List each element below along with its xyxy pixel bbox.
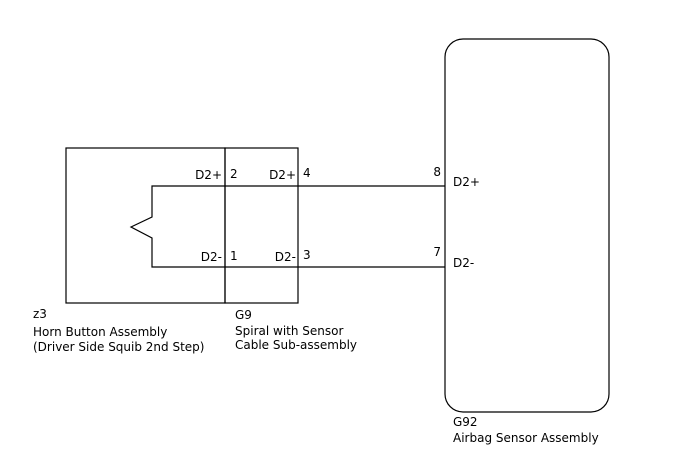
spiral-pin-d2minus-number: 3: [303, 248, 311, 262]
horn-subtitle-label: (Driver Side Squib 2nd Step): [33, 340, 204, 354]
spiral-pin-d2plus-signal: D2+: [269, 168, 296, 182]
spiral-pin-d2minus-signal: D2-: [275, 250, 296, 264]
horn-pin-d2minus-signal: D2-: [201, 250, 222, 264]
sensor-pin-d2plus-number: 8: [433, 165, 441, 179]
horn-pin-d2plus-number: 2: [230, 167, 238, 181]
squib-symbol: [129, 185, 225, 268]
sensor-name-label: Airbag Sensor Assembly: [453, 431, 599, 445]
airbag-sensor-assembly-box: [444, 38, 610, 413]
spiral-pin-d2plus-number: 4: [303, 166, 311, 180]
spiral-name-label: Spiral with Sensor: [235, 324, 343, 338]
sensor-pin-d2minus-number: 7: [433, 245, 441, 259]
spiral-subtitle-label: Cable Sub-assembly: [235, 338, 357, 352]
sensor-pin-d2plus-signal: D2+: [453, 175, 480, 189]
spiral-cable-box: [224, 147, 299, 304]
horn-code-label: z3: [33, 307, 47, 321]
horn-name-label: Horn Button Assembly: [33, 325, 167, 339]
spiral-code-label: G9: [235, 308, 252, 322]
sensor-pin-d2minus-signal: D2-: [453, 256, 474, 270]
horn-pin-d2plus-signal: D2+: [195, 168, 222, 182]
horn-pin-d2minus-number: 1: [230, 249, 238, 263]
sensor-code-label: G92: [453, 415, 478, 429]
